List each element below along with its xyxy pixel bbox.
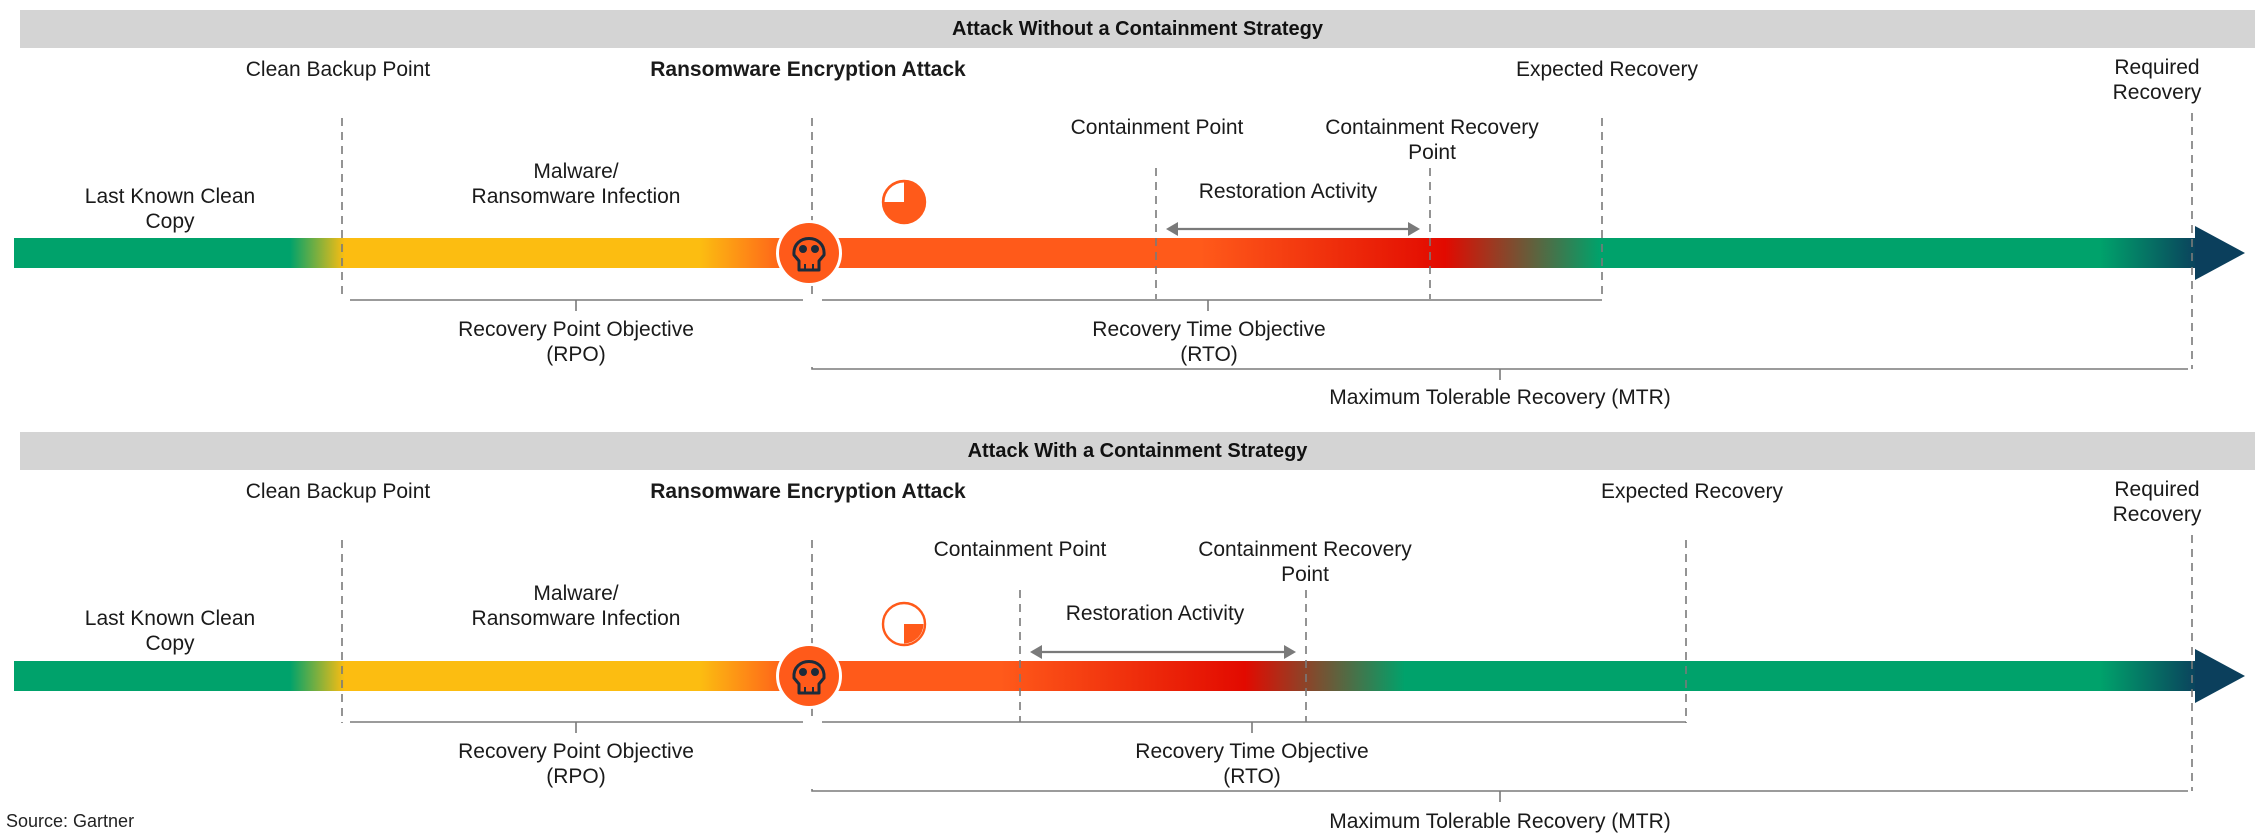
panel-2-timeline-arrowhead xyxy=(2195,649,2245,703)
panel-1-expected-recovery-label: Expected Recovery xyxy=(1515,58,1699,81)
panel-2-restoration-label: Restoration Activity xyxy=(1065,602,1245,625)
panel-2-attack-label: Ransomware Encryption Attack xyxy=(650,480,966,503)
panel-2-mtr-label: Maximum Tolerable Recovery (MTR) xyxy=(1329,810,1671,833)
panel-1-timeline-arrowhead xyxy=(2195,226,2245,280)
panel-2-timeline-bar xyxy=(14,661,2200,691)
panel-2-expected-recovery-label: Expected Recovery xyxy=(1600,480,1784,503)
panel-2-mtr-bracket xyxy=(811,789,2188,792)
panel-1-attack-label: Ransomware Encryption Attack xyxy=(650,58,966,81)
panel-2-containment-point-label: Containment Point xyxy=(933,538,1107,561)
panel-2-clean-backup-label: Clean Backup Point xyxy=(245,480,431,503)
source-note: Source: Gartner xyxy=(6,811,135,831)
panel-1-clock-quarter-icon xyxy=(881,179,927,225)
panel-1-restoration-label: Restoration Activity xyxy=(1198,180,1378,203)
panel-2-restoration-arrow-right-head xyxy=(1284,645,1296,659)
panel-1-clean-backup-label: Clean Backup Point xyxy=(245,58,431,81)
panel-2-malware-label: Malware/Ransomware Infection xyxy=(471,582,681,630)
panel-2-header: Attack With a Containment Strategy xyxy=(20,432,2255,470)
panel-2-skull-icon xyxy=(776,643,842,709)
panel-2-clock-quarter-icon xyxy=(881,601,927,647)
panel-2-restoration-arrow-left-head xyxy=(1030,645,1042,659)
panel-1-timeline-bar xyxy=(14,238,2200,268)
panel-1-containment-point-label: Containment Point xyxy=(1070,116,1244,139)
panel-1-restoration-arrow-right-head xyxy=(1408,222,1420,236)
panel-1-rto-label: Recovery Time Objective(RTO) xyxy=(1092,318,1326,366)
panel-2-rpo-label: Recovery Point Objective(RPO) xyxy=(458,740,694,788)
panel-1-mtr-label: Maximum Tolerable Recovery (MTR) xyxy=(1329,386,1671,409)
panel-1-header: Attack Without a Containment Strategy xyxy=(20,10,2255,48)
panel-1-restoration-arrow-left-head xyxy=(1166,222,1178,236)
panel-1-malware-label: Malware/Ransomware Infection xyxy=(471,160,681,208)
panel-1-rpo-label: Recovery Point Objective(RPO) xyxy=(458,318,694,366)
panel-1-mtr-bracket xyxy=(811,367,2188,370)
panel-1-skull-icon xyxy=(776,220,842,286)
panel-2-rto-label: Recovery Time Objective(RTO) xyxy=(1135,740,1369,788)
